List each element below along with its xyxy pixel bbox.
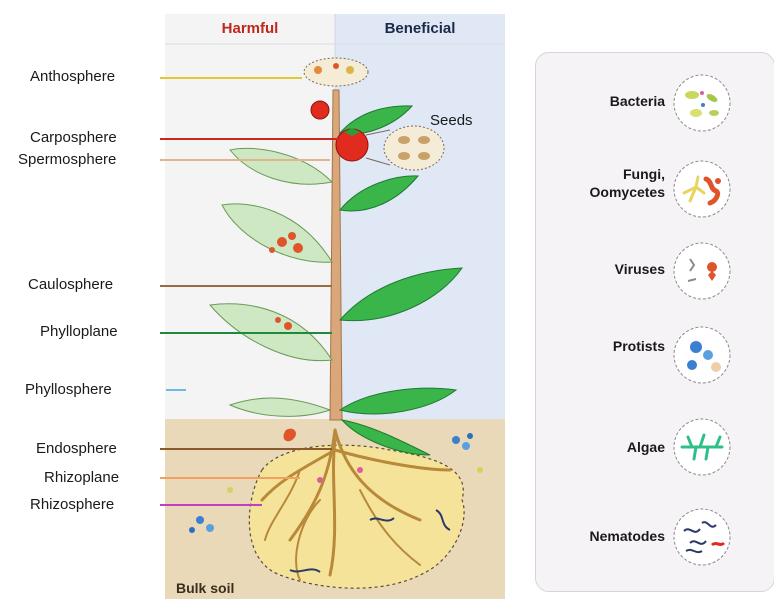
label-anthosphere: Anthosphere — [30, 68, 115, 85]
label-carposphere: Carposphere — [30, 129, 117, 146]
protist-icon — [672, 325, 732, 385]
tomato-fruit — [336, 128, 368, 161]
seeds-label: Seeds — [430, 112, 473, 129]
label-rhizoplane: Rhizoplane — [44, 469, 119, 486]
bulk-soil-label: Bulk soil — [176, 580, 234, 596]
algae-icon — [672, 417, 732, 477]
beneficial-header: Beneficial — [335, 14, 505, 44]
microbe-label-fungi-line2: Oomycetes — [548, 183, 665, 201]
label-phylloplane: Phylloplane — [40, 323, 118, 340]
microbe-label-protists: Protists — [548, 337, 665, 355]
microbe-legend-panel: Bacteria Fungi, Oomycetes Viruses Protis… — [535, 52, 774, 592]
small-fruit — [311, 101, 329, 119]
virus-icon — [672, 241, 732, 301]
label-phyllosphere: Phyllosphere — [25, 381, 112, 398]
fungi-hyphae-icon — [672, 159, 732, 219]
label-rhizosphere: Rhizosphere — [30, 496, 114, 513]
microbe-label-viruses: Viruses — [548, 260, 665, 278]
microbe-label-nematodes: Nematodes — [544, 527, 665, 545]
rhizosphere-zone — [249, 445, 464, 588]
nematode-icon — [672, 507, 732, 567]
label-spermosphere: Spermosphere — [18, 151, 116, 168]
microbe-label-bacteria: Bacteria — [548, 92, 665, 110]
label-endosphere: Endosphere — [36, 440, 117, 457]
microbe-label-fungi-line1: Fungi, — [548, 165, 665, 183]
harmful-header: Harmful — [165, 14, 335, 44]
microbe-label-algae: Algae — [548, 438, 665, 456]
bacteria-icon — [672, 73, 732, 133]
label-caulosphere: Caulosphere — [28, 276, 113, 293]
flower — [304, 58, 368, 86]
